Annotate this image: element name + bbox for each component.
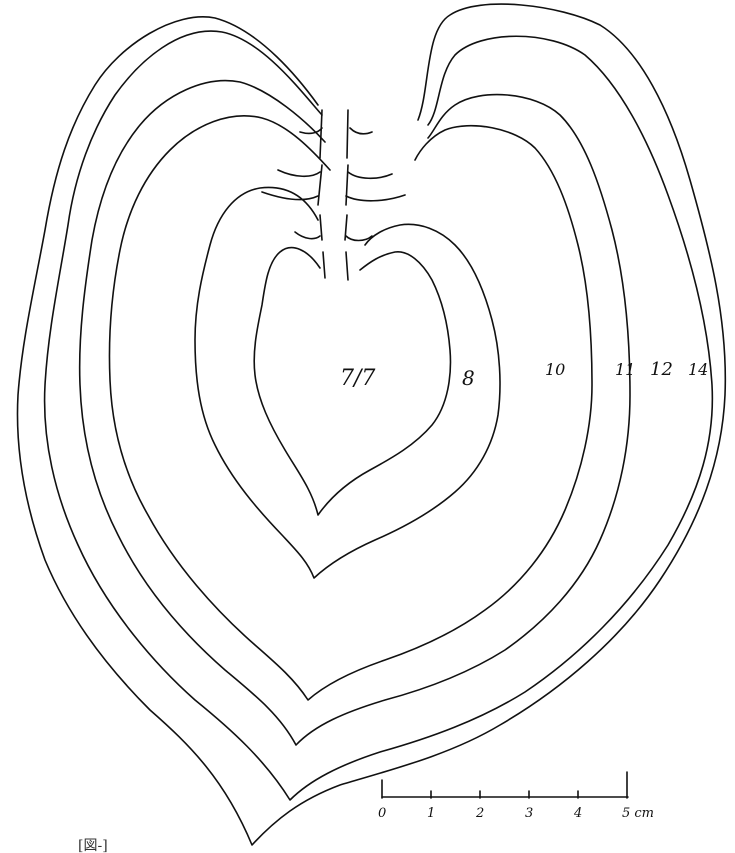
label-contour-7: 7/7 — [340, 366, 375, 391]
scale-tick-2: 2 — [475, 806, 484, 821]
scale-tick-0: 0 — [378, 806, 386, 821]
contour-outline-11 — [80, 81, 630, 745]
scale-tick-5: 5 cm — [622, 806, 654, 821]
label-contour-14: 14 — [688, 360, 708, 379]
petiole — [262, 110, 405, 280]
label-contour-12: 12 — [650, 359, 673, 380]
scale-tick-1: 1 — [427, 806, 435, 821]
label-contour-11: 11 — [615, 360, 635, 379]
scale-tick-4: 4 — [573, 806, 582, 821]
scale-tick-3: 3 — [525, 806, 533, 821]
contour-outline-14 — [17, 4, 725, 845]
figure-caption: [図-] — [78, 838, 108, 853]
contour-outline-10 — [109, 116, 592, 700]
label-contour-10: 10 — [545, 360, 565, 379]
label-contour-8: 8 — [462, 366, 475, 390]
contour-outline-12 — [45, 31, 713, 800]
scale-bar: 0 1 2 3 4 5 cm — [378, 772, 654, 821]
